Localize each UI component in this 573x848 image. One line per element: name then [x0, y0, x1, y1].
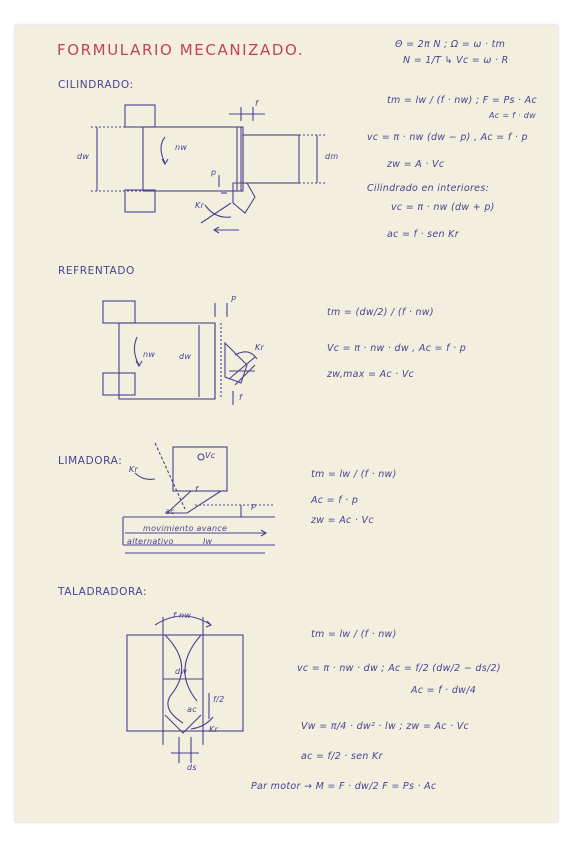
- lim-formula-1: tm = lw / (f · nw): [311, 469, 397, 480]
- tal-formula-2: vc = π · nw · dw ; Ac = f/2 (dw/2 − ds/2…: [297, 663, 501, 674]
- tal-label-ds: ds: [187, 763, 197, 772]
- cil-label-nw: nw: [175, 143, 188, 152]
- ref-label-kr: Kr: [255, 343, 265, 352]
- cilindrado-diagram: [91, 104, 325, 234]
- ref-formula-3: zw,max = Ac · Vc: [327, 369, 415, 380]
- ref-formula-2: Vc = π · nw · dw , Ac = f · p: [327, 343, 467, 354]
- ref-label-dw: dw: [179, 352, 192, 361]
- lim-formula-2: Ac = f · p: [311, 495, 359, 506]
- lim-label-p: P: [251, 503, 257, 512]
- lim-label-mov1: movimiento avance: [143, 524, 228, 533]
- cil-label-p: p: [211, 168, 217, 177]
- tal-label-ac: ac: [187, 705, 197, 714]
- top-formula-2: N = 1/T ↳ Vc = ω · R: [403, 55, 509, 66]
- tal-label-kr: Kr: [209, 725, 219, 734]
- tal-formula-3: Ac = f · dw/4: [411, 685, 477, 696]
- tal-formula-4: Vw = π/4 · dw² · lw ; zw = Ac · Vc: [301, 721, 470, 732]
- lim-formula-3: zw = Ac · Vc: [311, 515, 374, 526]
- top-formula-1: Θ = 2π N ; Ω = ω · tm: [395, 39, 506, 50]
- tal-formula-5: ac = f/2 · sen Kr: [301, 751, 383, 762]
- lim-label-ac: ac: [165, 507, 175, 516]
- cil-label-dw: dw: [77, 152, 90, 161]
- ref-label-p: P: [231, 295, 237, 304]
- notebook-page: FORMULARIO MECANIZADO. Θ = 2π N ; Ω = ω …: [15, 25, 558, 822]
- cil-label-kr: Kr: [195, 201, 205, 210]
- ref-label-f: f: [239, 393, 243, 402]
- limadora-diagram: [122, 442, 275, 554]
- cil-formula-6: vc = π · nw (dw + p): [391, 202, 495, 213]
- cil-formula-2: Ac = f · dw: [489, 111, 537, 120]
- ref-label-nw: nw: [143, 350, 156, 359]
- lim-label-mov2: alternativo: [127, 537, 174, 546]
- tal-formula-6: Par motor → M = F · dw/2 F = Ps · Ac: [251, 781, 437, 792]
- refrentado-diagram: [102, 300, 258, 405]
- taladradora-diagram: [126, 615, 244, 763]
- lim-label-kr: Kr: [129, 465, 139, 474]
- tal-label-dw: dw: [175, 667, 188, 676]
- tal-label-f2: f/2: [213, 695, 225, 704]
- cil-formula-5: Cilindrado en interiores:: [367, 183, 490, 194]
- cil-formula-4: zw = A · Vc: [387, 159, 445, 170]
- lim-label-vc: Vc: [205, 451, 216, 460]
- cil-label-dm: dm: [325, 152, 339, 161]
- tal-label-fnw: f nw: [173, 611, 192, 620]
- lim-label-f: f: [195, 485, 199, 494]
- refrentado-heading: REFRENTADO: [58, 265, 135, 277]
- cilindrado-heading: CILINDRADO:: [58, 79, 134, 91]
- tal-formula-1: tm = lw / (f · nw): [311, 629, 397, 640]
- ref-formula-1: tm = (dw/2) / (f · nw): [327, 307, 434, 318]
- taladradora-heading: TALADRADORA:: [58, 586, 148, 598]
- lim-label-lw: lw: [203, 537, 213, 546]
- cil-formula-3: vc = π · nw (dw − p) , Ac = f · p: [367, 132, 528, 143]
- cil-formula-7: ac = f · sen Kr: [387, 229, 459, 240]
- page-title: FORMULARIO MECANIZADO.: [57, 41, 305, 59]
- cil-formula-1: tm = lw / (f · nw) ; F = Ps · Ac: [387, 95, 537, 106]
- cil-label-f: f: [255, 99, 259, 108]
- limadora-heading: LIMADORA:: [58, 455, 123, 467]
